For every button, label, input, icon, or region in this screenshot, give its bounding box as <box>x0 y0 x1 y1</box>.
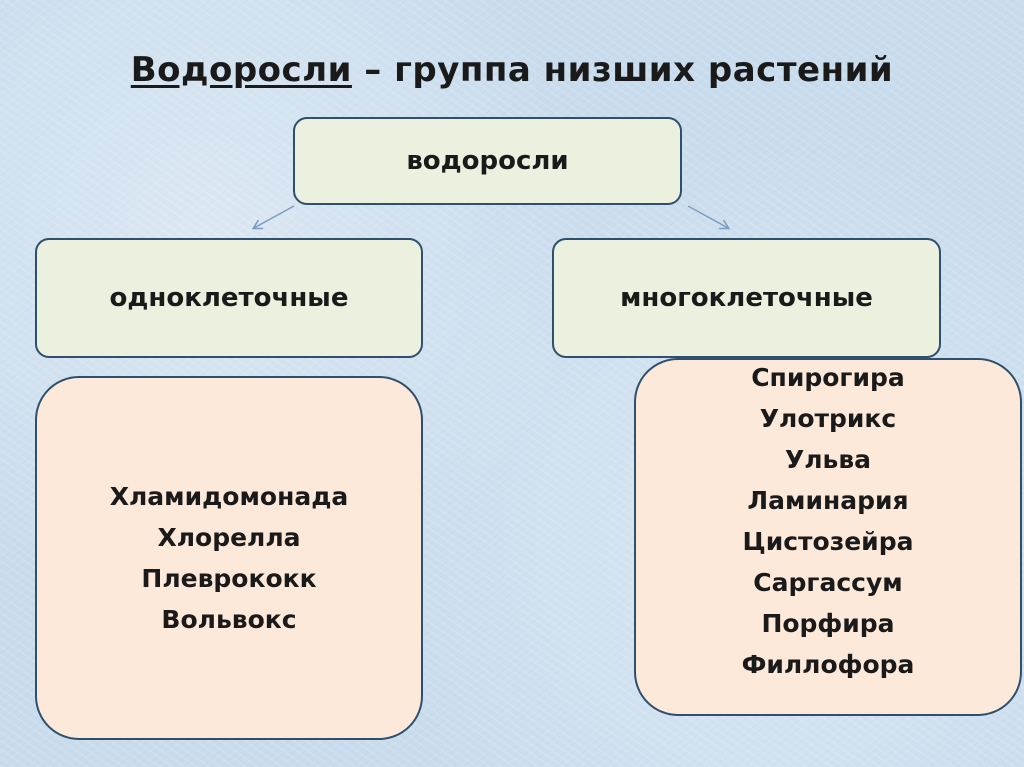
multicellular-node: многоклеточные <box>552 238 941 358</box>
unicellular-list: Хламидомонада Хлорелла Плеврококк Вольво… <box>110 476 349 640</box>
arrow-left <box>254 205 295 228</box>
list-item: Цистозейра <box>742 527 914 556</box>
unicellular-examples: Хламидомонада Хлорелла Плеврококк Вольво… <box>35 376 423 740</box>
arrow-right <box>687 205 728 228</box>
list-item: Плеврококк <box>141 564 317 593</box>
list-item: Филлофора <box>741 650 915 679</box>
title-underlined-word: Водоросли <box>130 50 352 90</box>
list-item: Хламидомонада <box>109 482 349 511</box>
unicellular-node-label: одноклеточные <box>109 283 349 313</box>
list-item: Вольвокс <box>161 605 297 634</box>
unicellular-node: одноклеточные <box>35 238 423 358</box>
page-title: Водоросли – группа низших растений <box>0 50 1024 90</box>
title-rest: – группа низших растений <box>351 50 894 90</box>
list-item: Улотрикс <box>759 404 897 433</box>
multicellular-examples: Спирогира Улотрикс Ульва Ламинария Цисто… <box>634 358 1022 716</box>
root-node: водоросли <box>293 117 682 205</box>
root-node-label: водоросли <box>406 146 569 176</box>
multicellular-node-label: многоклеточные <box>620 283 873 313</box>
list-item: Ульва <box>784 445 872 474</box>
list-item: Порфира <box>761 609 895 638</box>
multicellular-list: Спирогира Улотрикс Ульва Ламинария Цисто… <box>742 357 915 685</box>
list-item: Саргассум <box>753 568 903 597</box>
list-item: Ламинария <box>747 486 909 515</box>
list-item: Спирогира <box>751 363 905 392</box>
list-item: Хлорелла <box>157 523 301 552</box>
